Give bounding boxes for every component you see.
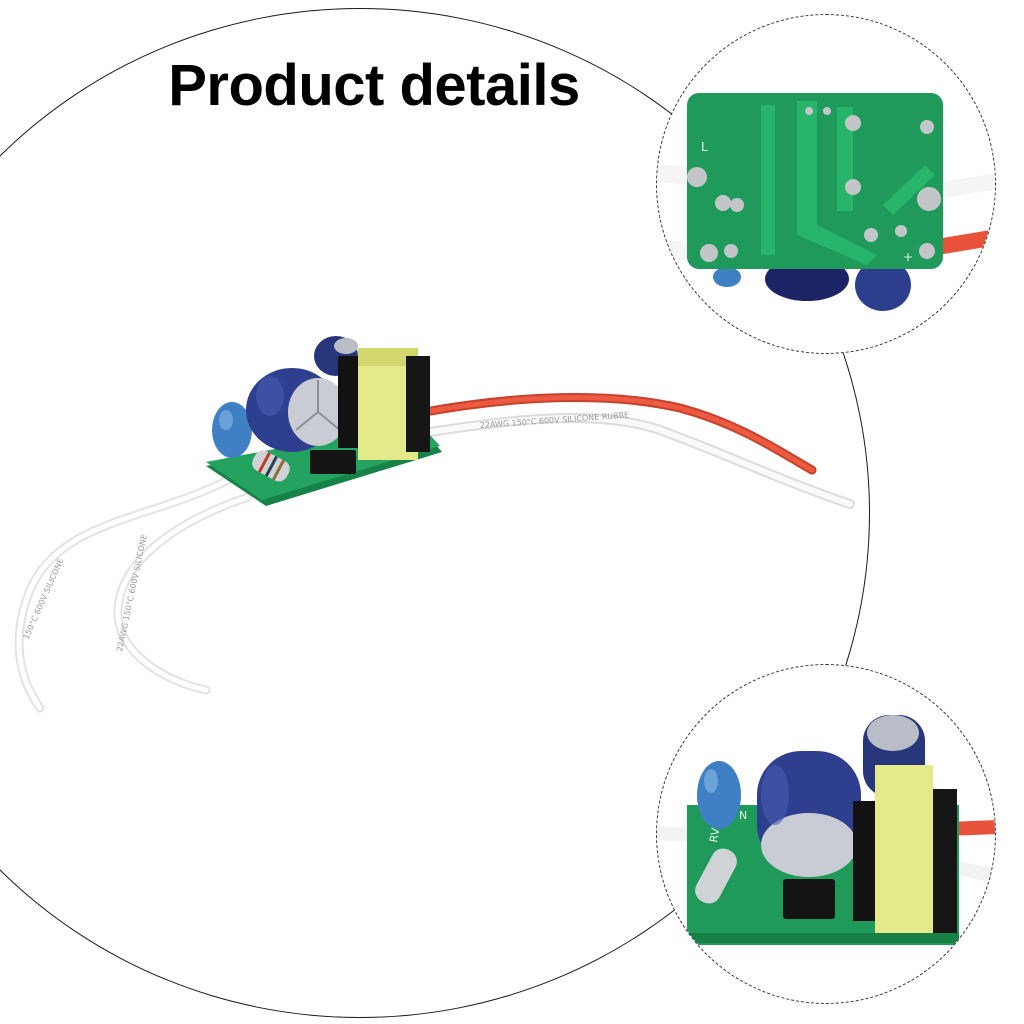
zoom-wire-right-white (929, 173, 995, 199)
zoom-ic-chip (783, 879, 835, 919)
zoom-label-n: N (739, 809, 747, 822)
zoom-wire-right-red (929, 229, 995, 255)
zoom-transformer-core (853, 801, 875, 921)
white-lead-output (425, 412, 855, 509)
zoom-solder-pad (687, 167, 707, 187)
zoom-resistor (695, 848, 737, 904)
page-title: Product details (168, 53, 580, 118)
x-capacitor (212, 402, 252, 458)
zoom-x-capacitor (697, 761, 741, 829)
zoom-label-rv: RV (707, 826, 722, 843)
zoom-back-view: L + (656, 14, 996, 354)
zoom-transformer (875, 765, 933, 933)
red-lead (420, 393, 817, 475)
zoom-front-view: RV N (656, 664, 996, 1004)
ic-chip (310, 450, 356, 474)
zoom-label-l: L (701, 140, 708, 154)
zoom-label-plus: + (903, 250, 913, 264)
